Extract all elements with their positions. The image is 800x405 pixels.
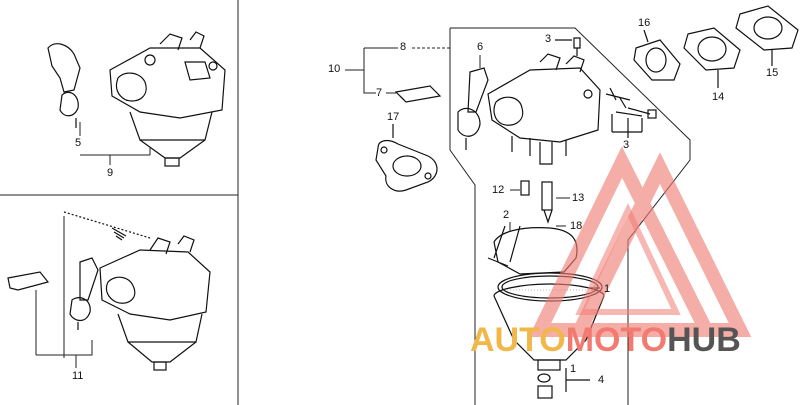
carburetor-assembly-11 [7,211,211,371]
leader-lines-right [479,55,570,232]
callout-10: 10 [328,63,341,75]
screws-3 [555,39,657,138]
callout-8: 8 [400,41,407,53]
callout-16: 16 [638,17,651,29]
callout-6: 6 [477,41,484,53]
callout-11: 11 [72,370,84,382]
callout-2: 2 [503,209,510,221]
callout-12: 12 [492,184,505,196]
callout-9: 9 [107,167,114,179]
callout-18: 18 [570,220,583,232]
callout-14: 14 [712,91,725,103]
watermark-word-moto: MOTO [565,321,668,359]
watermark-triangle-inner [575,202,681,315]
panel-frames [0,0,691,405]
callout-1-upper: 1 [604,283,611,295]
watermark-word-hub: HUB [667,321,741,359]
callout-5: 5 [75,137,82,149]
watermark-triangle [528,146,752,337]
leader-lines-middle [345,47,450,94]
choke-rod-7 [394,85,442,103]
callout-1-lower: 1 [570,363,577,375]
leader-lines-11 [35,216,93,368]
callout-17: 17 [387,111,400,123]
watermark-logo: AUTOMOTOHUB [470,322,741,358]
gaskets-16-14-15 [633,5,799,88]
callout-4: 4 [598,374,605,386]
gasket-17 [375,124,438,192]
leader-lines-9 [79,122,151,165]
callout-3-right: 3 [623,139,630,151]
callout-3-top: 3 [545,33,552,45]
watermark-word-auto: AUTO [470,321,566,359]
carburetor-assembly-9 [47,31,226,167]
callout-7: 7 [376,87,383,99]
carburetor-main [457,37,601,224]
callout-13: 13 [572,192,585,204]
callout-15: 15 [766,67,779,79]
